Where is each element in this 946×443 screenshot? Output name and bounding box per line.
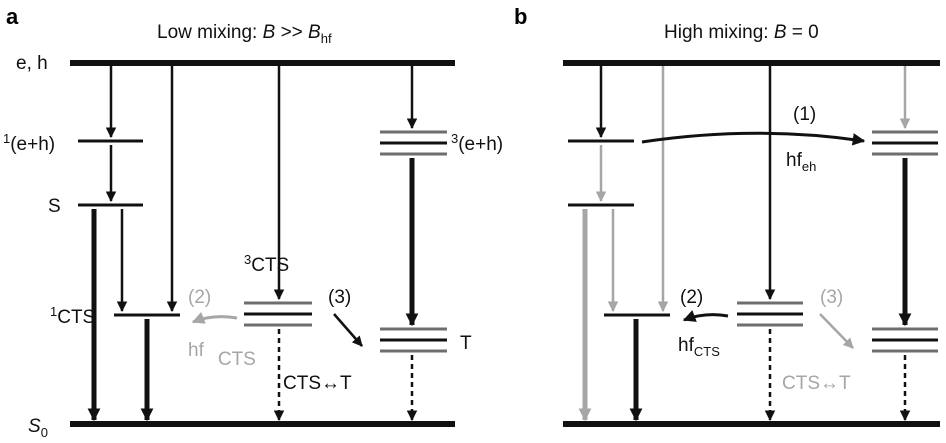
triplet-pair-level-a	[380, 130, 447, 156]
triplet-level-a	[380, 327, 447, 353]
arrow-triplet-cts-to-triplet-b	[819, 313, 854, 349]
panel-a: a Low mixing: B >> Bhf	[3, 4, 503, 440]
singlet-cts-label: 1CTS	[50, 304, 95, 328]
cts-t-label-b: CTS↔T	[782, 373, 851, 394]
arrow-hf-cts-mixing-b	[682, 310, 729, 322]
cts-t-label-a: CTS↔T	[283, 373, 352, 394]
arrow-hf-eh-mixing	[641, 131, 866, 146]
panel-a-letter: a	[6, 4, 19, 29]
arrow-hf-cts-mixing-a	[191, 311, 238, 324]
triplet-cts-label: 3CTS	[244, 252, 289, 276]
triplet-pair-label: 3(e+h)	[451, 131, 503, 155]
triplet-level-b	[872, 327, 938, 353]
hf-eh-label: hfeh	[786, 150, 816, 174]
eh-label: e, h	[16, 53, 48, 74]
panel-a-title: Low mixing: B >> Bhf	[157, 22, 332, 46]
step2-label-b: (2)	[680, 287, 703, 308]
triplet-pair-level-b	[872, 130, 938, 156]
ground-label: S0	[28, 416, 48, 440]
triplet-cts-level-a	[244, 301, 312, 327]
triplet-cts-level-b	[737, 301, 803, 327]
step2-label-a: (2)	[188, 287, 211, 308]
singlet-pair-label: 1(e+h)	[3, 131, 55, 155]
step3-label-b: (3)	[820, 287, 843, 308]
triplet-label: T	[460, 333, 472, 354]
panel-b-title: High mixing: B = 0	[664, 22, 819, 43]
panel-b: b High mixing: B = 0	[514, 4, 940, 427]
arrow-triplet-cts-to-triplet-a	[333, 313, 363, 347]
step3-label-a: (3)	[328, 287, 351, 308]
panel-b-letter: b	[514, 4, 527, 29]
hf-cts-label-b: hfCTS	[678, 335, 720, 359]
singlet-label: S	[48, 196, 61, 217]
step1-label-b: (1)	[793, 104, 816, 125]
